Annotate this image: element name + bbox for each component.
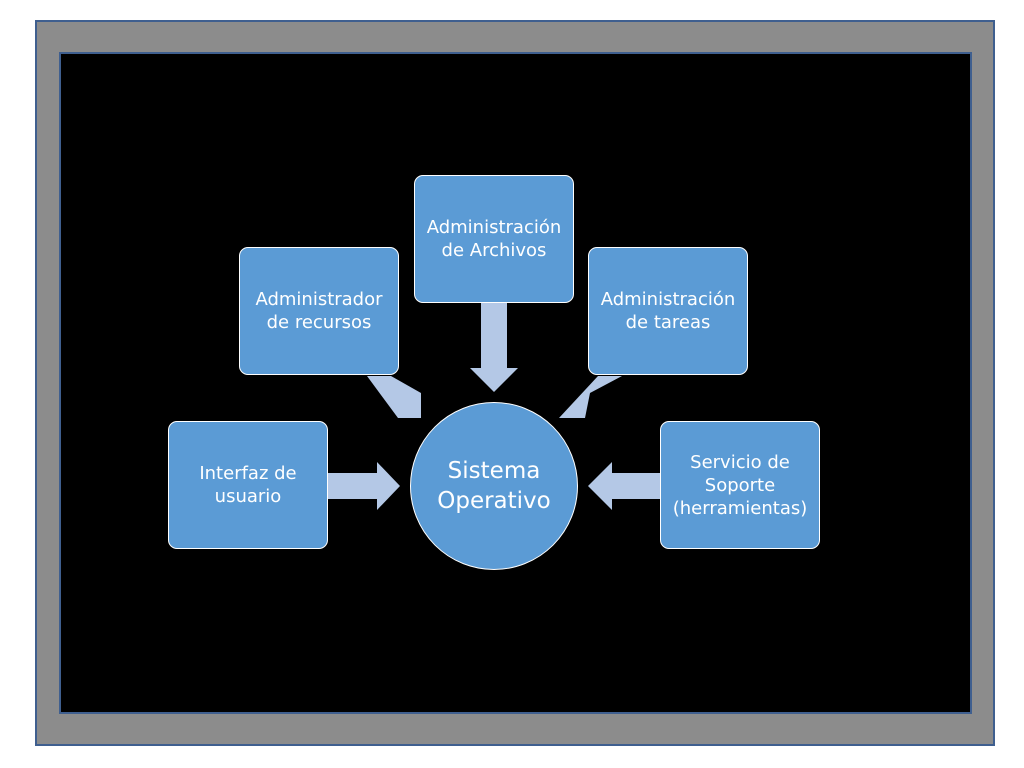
node-administrador-recursos: Administrador de recursos bbox=[239, 247, 399, 375]
node-sistema-operativo: Sistema Operativo bbox=[410, 402, 578, 570]
slide-canvas bbox=[59, 52, 972, 714]
arrow-recursos-to-center bbox=[367, 376, 421, 418]
node-interfaz-usuario: Interfaz de usuario bbox=[168, 421, 328, 549]
arrow-tareas-to-center bbox=[559, 376, 622, 418]
node-servicio-soporte: Servicio de Soporte (herramientas) bbox=[660, 421, 820, 549]
arrow-soporte-to-center bbox=[588, 462, 660, 510]
arrow-interfaz-to-center bbox=[328, 462, 400, 510]
arrow-archivos-to-center bbox=[470, 303, 518, 392]
node-administracion-tareas: Administración de tareas bbox=[588, 247, 748, 375]
node-administracion-archivos: Administración de Archivos bbox=[414, 175, 574, 303]
